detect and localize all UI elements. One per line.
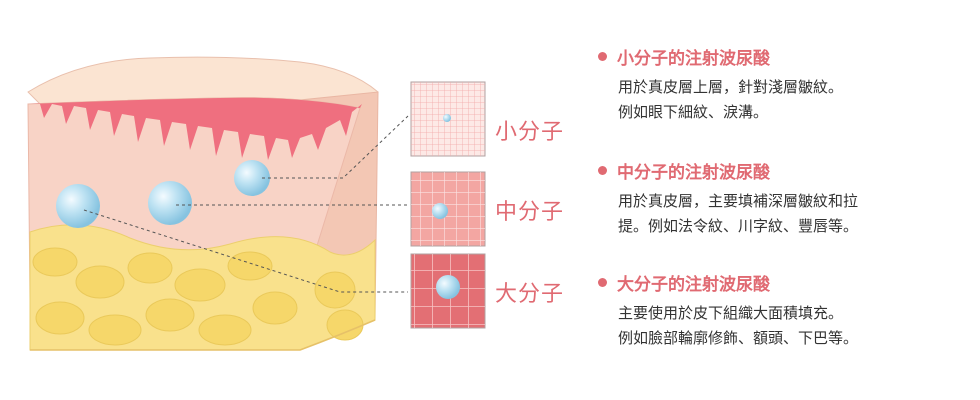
description-line: 主要使用於皮下組織大面積填充。 <box>618 304 844 322</box>
description-title: 大分子的注射波尿酸 <box>617 275 770 295</box>
description-large: 大分子的注射波尿酸 主要使用於皮下組織大面積填充。 例如臉部輪廓修飾、額頭、下巴… <box>598 270 968 351</box>
label-medium-molecule: 中分子 <box>495 200 565 225</box>
bullet-icon <box>598 166 607 175</box>
description-line: 例如臉部輪廓修飾、額頭、下巴等。 <box>618 329 859 347</box>
small-molecule-dot <box>443 114 451 122</box>
description-line: 提。例如法令紋、川字紋、豐唇等。 <box>618 217 859 235</box>
medium-molecule-dot <box>432 203 448 219</box>
label-small-molecule: 小分子 <box>495 120 565 145</box>
description-line: 用於真皮層上層，針對淺層皺紋。 <box>618 78 844 96</box>
leader-line-large <box>83 209 408 293</box>
bullet-icon <box>598 52 607 61</box>
small-molecule-in-skin <box>234 160 270 196</box>
large-molecule-in-skin <box>56 184 100 228</box>
skin-bottom-edge <box>30 319 376 351</box>
medium-molecule-in-skin <box>148 181 192 225</box>
fat-cells <box>32 247 364 346</box>
description-medium: 中分子的注射波尿酸 用於真皮層，主要填補深層皺紋和拉 提。例如法令紋、川字紋、豐… <box>598 158 968 239</box>
description-small: 小分子的注射波尿酸 用於真皮層上層，針對淺層皺紋。 例如眼下細紋、淚溝。 <box>598 44 968 125</box>
large-molecule-dot <box>436 275 460 299</box>
description-line: 例如眼下細紋、淚溝。 <box>618 103 769 121</box>
description-line: 用於真皮層，主要填補深層皺紋和拉 <box>618 192 859 210</box>
description-title: 小分子的注射波尿酸 <box>617 49 770 69</box>
label-large-molecule: 大分子 <box>495 282 565 307</box>
leader-line-small <box>262 115 409 179</box>
epidermis-papillae <box>30 97 362 160</box>
description-title: 中分子的注射波尿酸 <box>617 163 770 183</box>
bullet-icon <box>598 278 607 287</box>
